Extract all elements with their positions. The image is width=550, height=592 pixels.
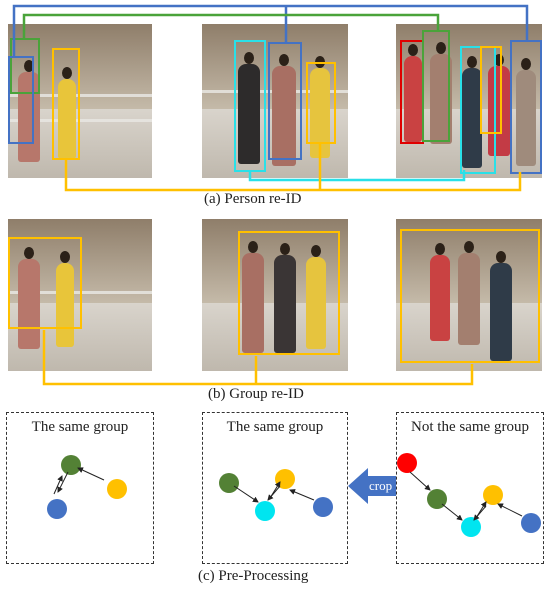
bbox-green	[422, 30, 450, 142]
bbox-green	[10, 38, 40, 94]
panel-middle-title: The same group	[226, 419, 324, 435]
node-blue	[313, 497, 333, 517]
panel-right: Not the same group	[396, 412, 544, 564]
person-reid-image-2	[202, 24, 348, 178]
group-bbox-yellow	[8, 237, 82, 329]
bbox-yellow	[480, 46, 502, 134]
panel-middle: The same group	[202, 412, 348, 564]
bbox-yellow	[52, 48, 80, 160]
bbox-blue	[8, 56, 34, 144]
panel-left: The same group	[6, 412, 154, 564]
caption-group-reid: (b) Group re-ID	[208, 386, 304, 402]
group-reid-image-1	[8, 219, 152, 371]
node-blue	[521, 513, 541, 533]
node-yellow	[107, 479, 127, 499]
bbox-cyan	[234, 40, 266, 172]
bbox-blue	[268, 42, 302, 160]
group-bbox-yellow	[400, 229, 540, 363]
node-red	[397, 453, 417, 473]
node-green	[61, 455, 81, 475]
node-cyan	[461, 517, 481, 537]
node-green	[219, 473, 239, 493]
person-reid-image-3	[396, 24, 542, 178]
panel-left-title: The same group	[31, 419, 129, 435]
node-cyan	[255, 501, 275, 521]
panel-right-title: Not the same group	[411, 419, 529, 435]
person-reid-image-1	[8, 24, 152, 178]
caption-preprocessing: (c) Pre-Processing	[198, 568, 309, 584]
group-reid-image-2	[202, 219, 348, 371]
group-bbox-yellow	[238, 231, 340, 355]
node-yellow	[483, 485, 503, 505]
group-reid-image-3	[396, 219, 542, 371]
bbox-cyan	[460, 46, 496, 174]
crop-label: crop	[369, 478, 393, 493]
bbox-blue	[510, 40, 542, 174]
node-blue	[47, 499, 67, 519]
caption-person-reid: (a) Person re-ID	[204, 191, 302, 207]
